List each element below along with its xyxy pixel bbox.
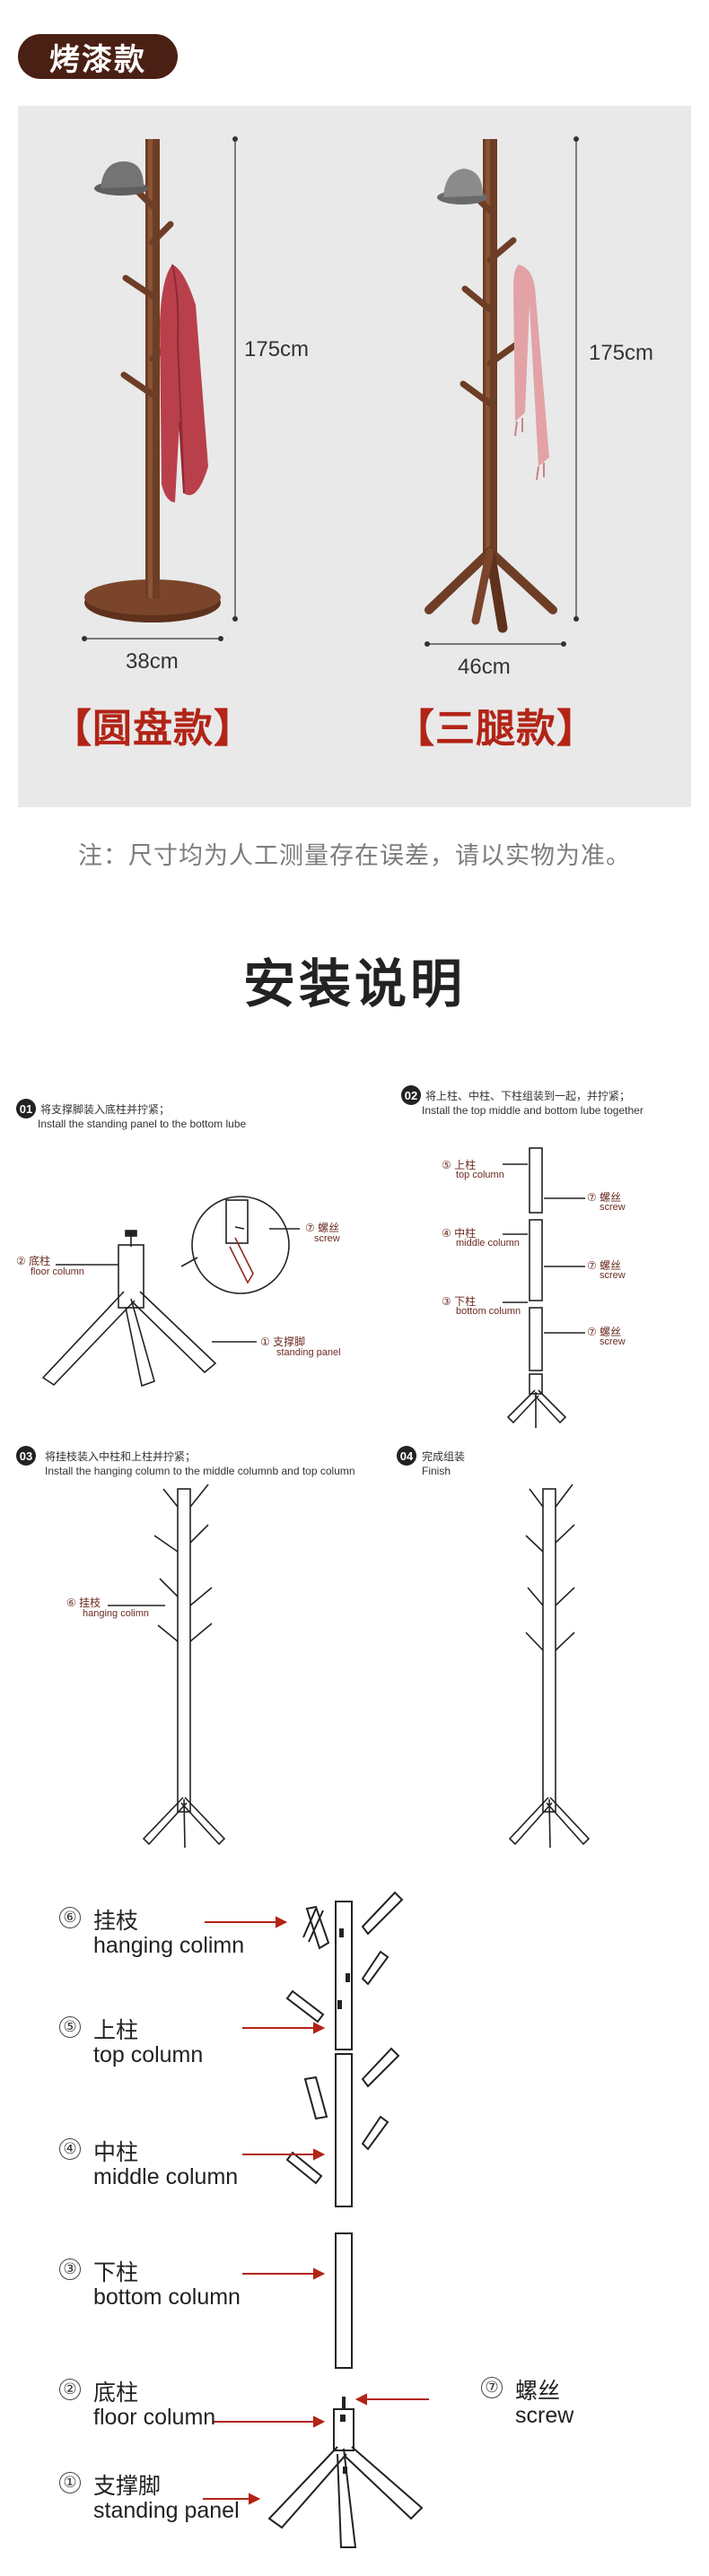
step-2-en: Install the top middle and bottom lube t… (422, 1104, 643, 1117)
step2-screw-en-3: screw (600, 1336, 626, 1347)
part-7-num: ⑦ (481, 2377, 503, 2398)
part-2-num: ② (59, 2379, 81, 2400)
part-6-cn: 挂枝 (93, 1909, 139, 1934)
part-6-en: hanging colimn (93, 1933, 245, 1958)
round-width-label: 38cm (126, 649, 179, 674)
part-5-num: ⑤ (59, 2016, 81, 2038)
step2-bot-label: ③ 下柱 (442, 1295, 477, 1308)
step-2-cn: 将上柱、中柱、下柱组装到一起，并拧紧； (425, 1090, 631, 1102)
step2-screw-label-3: ⑦ 螺丝 (587, 1326, 622, 1338)
part-1-en: standing panel (93, 2498, 240, 2523)
part-2-cn: 底柱 (93, 2380, 139, 2406)
product-panel (18, 106, 691, 807)
step-number-1: 01 (16, 1099, 36, 1118)
part-3-en: bottom column (93, 2284, 241, 2310)
step2-mid-en: middle column (456, 1238, 520, 1249)
step2-screw-en-1: screw (600, 1202, 626, 1213)
step-number-3: 03 (16, 1446, 36, 1466)
tripod-variant-title: 【三腿款】 (395, 707, 597, 751)
step2-screw-label-1: ⑦ 螺丝 (587, 1191, 622, 1204)
part-7-en: screw (515, 2403, 574, 2428)
step2-screw-en-2: screw (600, 1270, 626, 1281)
step-number-4: 04 (397, 1446, 416, 1466)
round-variant-title: 【圆盘款】 (52, 707, 254, 751)
step3-hang-label: ⑥ 挂枝 (66, 1597, 101, 1609)
tripod-width-label: 46cm (458, 655, 511, 679)
step2-bot-en: bottom column (456, 1306, 521, 1317)
step3-hang-en: hanging colimn (83, 1608, 149, 1619)
measurement-note: 注：尺寸均为人工测量存在误差，请以实物为准。 (78, 842, 631, 869)
tripod-height-label: 175cm (589, 341, 654, 365)
part-6-num: ⑥ (59, 1907, 81, 1928)
part-2-en: floor column (93, 2405, 216, 2430)
part-7-cn: 螺丝 (515, 2379, 561, 2404)
step-4-cn: 完成组装 (422, 1450, 466, 1463)
step-1-cn: 将支撑脚装入底柱并拧紧； (40, 1103, 171, 1116)
step1-panel-en: standing panel (276, 1347, 341, 1358)
step-1-en: Install the standing panel to the bottom… (38, 1118, 247, 1130)
step1-panel-label: ① 支撑脚 (260, 1336, 306, 1348)
part-1-num: ① (59, 2472, 81, 2493)
part-4-en: middle column (93, 2164, 239, 2189)
finish-badge: 烤漆款 (18, 34, 178, 79)
part-5-cn: 上柱 (93, 2018, 139, 2043)
product-illustrations (82, 136, 579, 647)
part-3-num: ③ (59, 2258, 81, 2280)
step1-floor-en: floor column (31, 1266, 84, 1277)
round-base-stand (84, 139, 221, 622)
step-3-cn: 将挂枝装入中柱和上柱并拧紧； (45, 1450, 197, 1463)
tripod-stand (425, 139, 557, 633)
step2-top-en: top column (456, 1170, 504, 1180)
part-5-en: top column (93, 2042, 204, 2067)
step2-mid-label: ④ 中柱 (442, 1227, 477, 1240)
step1-floor-label: ② 底柱 (16, 1255, 51, 1267)
step2-screw-label-2: ⑦ 螺丝 (587, 1259, 622, 1272)
step1-screw-en: screw (314, 1233, 340, 1244)
part-4-num: ④ (59, 2138, 81, 2160)
part-4-cn: 中柱 (93, 2140, 139, 2165)
part-1-cn: 支撑脚 (93, 2474, 162, 2499)
step-number-2: 02 (401, 1085, 421, 1105)
round-height-label: 175cm (244, 337, 310, 361)
step1-screw-label: ⑦ 螺丝 (305, 1222, 340, 1234)
step-4-en: Finish (422, 1465, 451, 1477)
install-heading: 安装说明 (242, 955, 466, 1014)
step-3-en: Install the hanging column to the middle… (45, 1465, 355, 1477)
step2-top-label: ⑤ 上柱 (442, 1159, 477, 1171)
part-3-cn: 下柱 (93, 2260, 139, 2285)
